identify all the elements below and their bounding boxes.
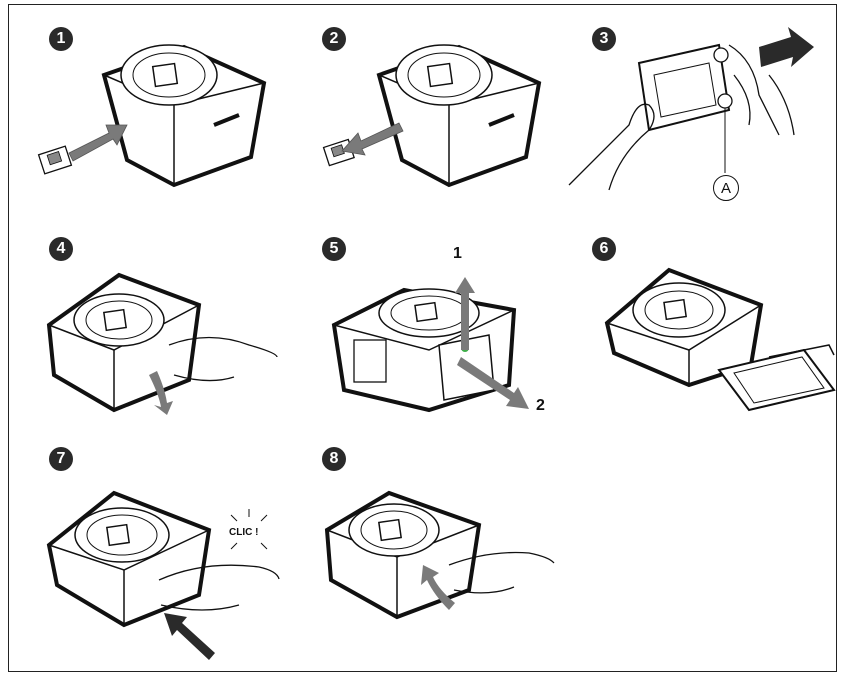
step-7-badge: 7 [49, 447, 73, 471]
instruction-panel: 1 2 3 [8, 4, 837, 672]
step-3-illustration [568, 27, 814, 191]
step-3-badge: 3 [592, 27, 616, 51]
step-2-illustration [322, 44, 542, 188]
step-8-illustration [324, 490, 555, 620]
step-7-illustration [46, 490, 280, 660]
step-4-badge: 4 [49, 237, 73, 261]
step-5-arrow-label-1: 1 [453, 245, 462, 262]
step-1-badge: 1 [49, 27, 73, 51]
step-6-illustration [604, 267, 836, 412]
clic-sound-text: CLIC ! [229, 527, 259, 538]
step-5-illustration [331, 277, 529, 413]
step-8-badge: 8 [322, 447, 346, 471]
step-6-badge: 6 [592, 237, 616, 261]
step-2-badge: 2 [322, 27, 346, 51]
step-4-illustration [46, 272, 278, 415]
callout-a: A [713, 175, 739, 201]
step-5-badge: 5 [322, 237, 346, 261]
step-5-arrow-label-2: 2 [536, 397, 545, 414]
step-1-illustration [37, 44, 267, 188]
